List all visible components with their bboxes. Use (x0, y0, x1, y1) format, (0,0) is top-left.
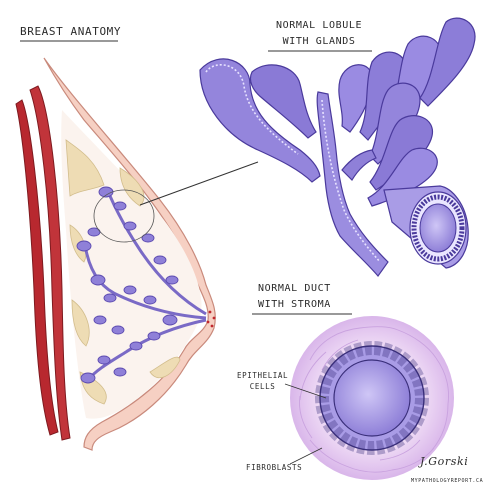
duct-lumen (333, 359, 411, 437)
lobule-gland-6 (419, 17, 476, 107)
fibroblasts-label: FIBROBLASTS (246, 463, 303, 472)
stroma-fibers (299, 326, 449, 473)
epithelial-label-line1: EPITHELIAL (237, 371, 289, 380)
lobule-title-line2: WITH GLANDS (282, 36, 356, 47)
duct-with-stroma (290, 316, 454, 480)
glandular-tree (76, 186, 207, 384)
epithelial-cells-label: EPITHELIAL CELLS (237, 370, 288, 392)
epithelial-pointer (284, 383, 327, 399)
normal-lobule (199, 17, 476, 277)
fat-tissue (65, 139, 181, 405)
breast-anatomy-title: BREAST ANATOMY (20, 25, 122, 38)
breast-cross-section (15, 57, 216, 451)
artist-signature: J.Gorski (420, 455, 469, 468)
lobule-branch (341, 149, 377, 181)
fibroblast-pointer (289, 447, 323, 465)
nipple (206, 310, 216, 328)
duct-title: NORMAL DUCT WITH STROMA (258, 281, 331, 313)
zoom-circle (93, 189, 155, 243)
epithelial-label-line2: CELLS (249, 382, 276, 391)
chest-wall-muscle (15, 99, 59, 436)
duct-title-line2: WITH STROMA (258, 299, 331, 310)
website-credit: MYPATHOLOGYREPORT.CA (411, 478, 484, 484)
lobule-title: NORMAL LOBULE WITH GLANDS (276, 18, 362, 50)
pointer-line (139, 161, 259, 206)
duct-title-line1: NORMAL DUCT (258, 283, 331, 294)
lobule-title-line1: NORMAL LOBULE (276, 20, 363, 31)
lobule-gland-2 (249, 64, 317, 139)
lobule-duct (316, 91, 389, 277)
pectoral-muscle (29, 85, 71, 441)
duct-cylinder (383, 185, 469, 269)
